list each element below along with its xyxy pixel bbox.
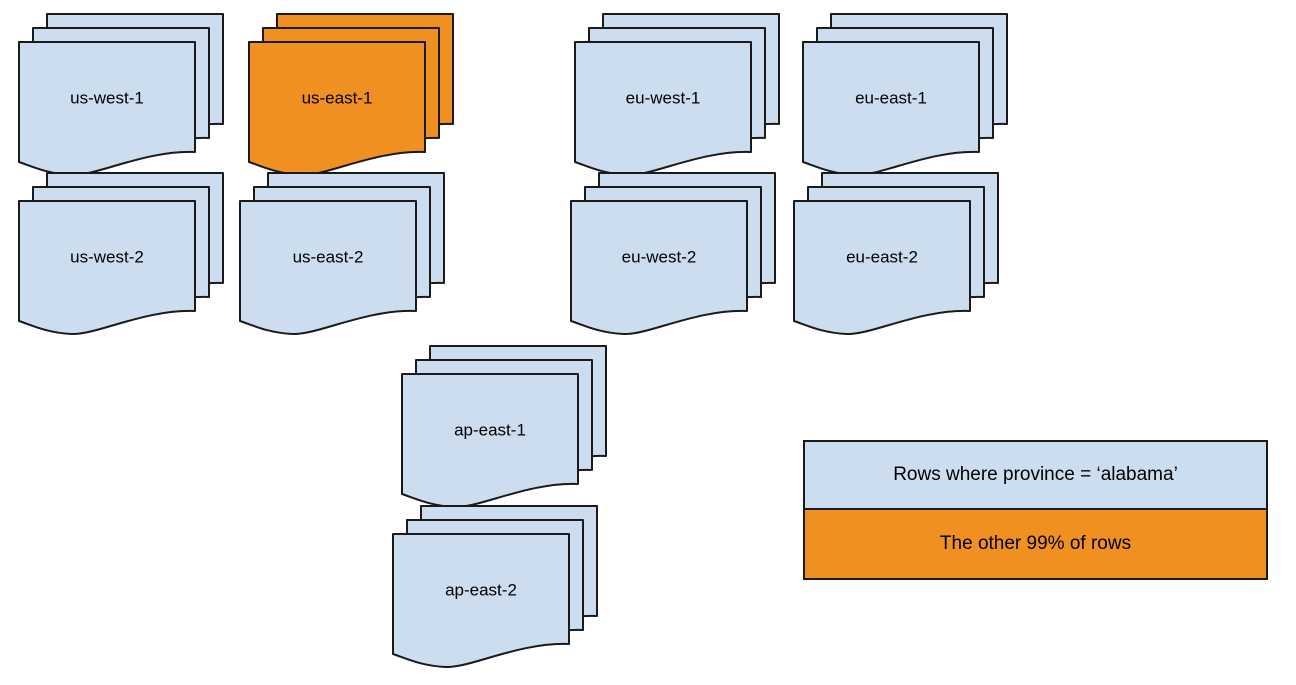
- region-stack-label: eu-west-1: [626, 89, 701, 108]
- document-stack-shape: us-west-2: [18, 172, 224, 336]
- region-stack-us-east-2[interactable]: us-east-2: [239, 172, 469, 352]
- region-stack-eu-east-1[interactable]: eu-east-1: [802, 13, 1032, 193]
- region-stack-label: eu-west-2: [622, 248, 697, 267]
- document-sheet-front: [18, 41, 196, 177]
- legend-row-highlight: The other 99% of rows: [805, 510, 1266, 578]
- region-stack-label: us-west-1: [70, 89, 144, 108]
- legend: Rows where province = ‘alabama’ The othe…: [803, 440, 1268, 580]
- document-sheet-front: [802, 41, 980, 177]
- region-stack-ap-east-2[interactable]: ap-east-2: [392, 505, 622, 685]
- document-sheet-front: [392, 533, 570, 669]
- document-sheet-front: [239, 200, 417, 336]
- region-stack-ap-east-1[interactable]: ap-east-1: [401, 345, 631, 525]
- region-stack-us-west-1[interactable]: us-west-1: [18, 13, 248, 193]
- document-stack-shape: us-east-2: [239, 172, 445, 336]
- region-stack-label: us-east-1: [302, 89, 373, 108]
- document-sheet-front: [248, 41, 426, 177]
- document-stack-shape: eu-west-1: [574, 13, 780, 177]
- document-stack-shape: eu-west-2: [570, 172, 776, 336]
- document-stack-shape: us-west-1: [18, 13, 224, 177]
- document-sheet-front: [401, 373, 579, 509]
- document-stack-shape: ap-east-1: [401, 345, 607, 509]
- region-stack-eu-west-2[interactable]: eu-west-2: [570, 172, 800, 352]
- region-stack-label: ap-east-2: [445, 581, 517, 600]
- region-stack-label: us-west-2: [70, 248, 144, 267]
- legend-row-normal: Rows where province = ‘alabama’: [805, 442, 1266, 510]
- region-stack-eu-west-1[interactable]: eu-west-1: [574, 13, 804, 193]
- document-stack-shape: eu-east-2: [793, 172, 999, 336]
- region-stack-us-east-1[interactable]: us-east-1: [248, 13, 478, 193]
- legend-label-highlight: The other 99% of rows: [939, 533, 1132, 554]
- region-stack-eu-east-2[interactable]: eu-east-2: [793, 172, 1023, 352]
- document-stack-shape: us-east-1: [248, 13, 454, 177]
- region-stack-us-west-2[interactable]: us-west-2: [18, 172, 248, 352]
- region-stack-label: eu-east-2: [846, 248, 918, 267]
- region-stack-label: eu-east-1: [855, 89, 927, 108]
- document-sheet-front: [574, 41, 752, 177]
- region-stack-label: us-east-2: [293, 248, 364, 267]
- document-sheet-front: [793, 200, 971, 336]
- document-stack-shape: eu-east-1: [802, 13, 1008, 177]
- legend-label-normal: Rows where province = ‘alabama’: [893, 464, 1178, 485]
- region-stack-label: ap-east-1: [454, 421, 526, 440]
- document-sheet-front: [18, 200, 196, 336]
- document-sheet-front: [570, 200, 748, 336]
- document-stack-shape: ap-east-2: [392, 505, 598, 669]
